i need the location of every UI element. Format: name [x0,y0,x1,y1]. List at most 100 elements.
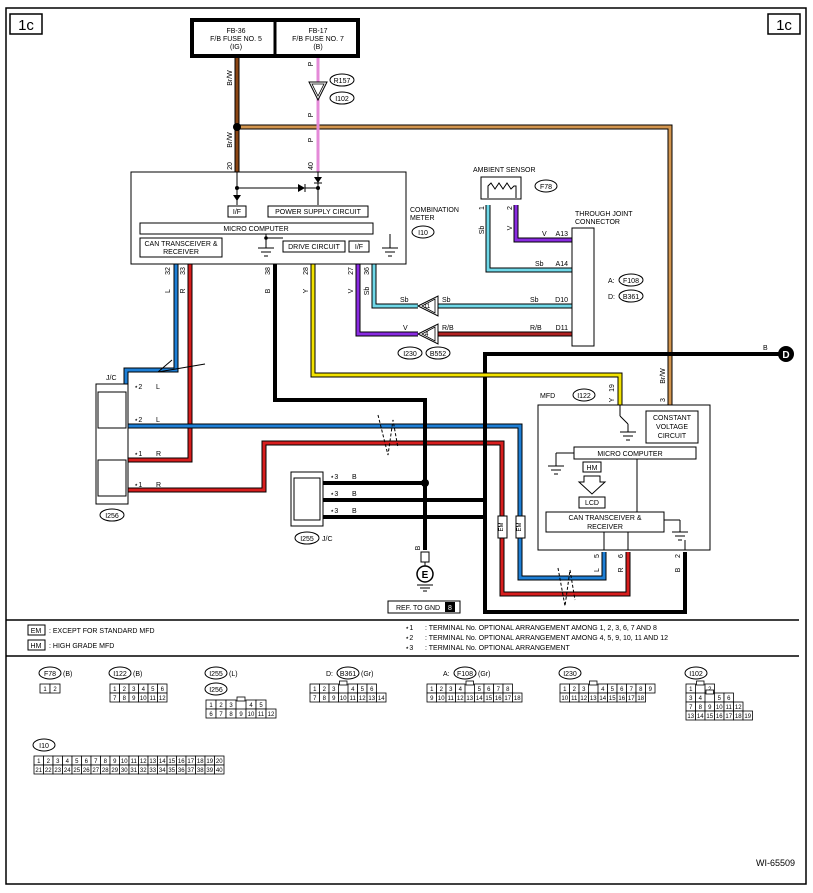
connector-pin: 3 [229,703,233,709]
connector-pin: 9 [239,712,243,718]
ref-i255: I255 [300,536,314,543]
label-y-meter: Y [303,288,310,293]
label-r-jc-2: R [156,482,161,489]
connector-pin: 14 [159,759,166,765]
pin-mfd-2: 2 [675,554,682,558]
legend-note3-text: : TERMINAL No. OPTIONAL ARRANGEMENT [425,645,571,652]
connector-pin: 6 [209,712,213,718]
diode-meter-if [233,195,241,201]
connector-pin: 6 [161,687,165,693]
connector-pin: 10 [121,759,128,765]
ref-i102: I102 [335,96,349,103]
legend-note1-tag: ⋆1 [405,625,413,632]
connector-pin: 11 [726,705,733,711]
connector-pin: 16 [716,714,723,720]
mfd-can-label-1: CAN TRANSCEIVER & [569,515,642,522]
connector-view-prefix: D: [326,671,333,678]
connector-pin: 12 [359,696,366,702]
ref-i122: I122 [577,393,591,400]
connector-pin: 12 [457,696,464,702]
connector-pin: 11 [150,696,157,702]
connector-pin: 34 [159,768,166,774]
meter-micro-label: MICRO COMPUTER [223,226,288,233]
wire-b-meter [273,264,427,550]
arrow-down-icon [577,475,607,495]
connector-pin: 17 [504,696,511,702]
connector-view-name: B361 [340,671,356,678]
corner-tag-left: 1c [18,17,34,34]
connector-pin: 14 [697,714,704,720]
through-joint-title-1: THROUGH JOINT [575,211,633,218]
connector-pin: 30 [121,768,128,774]
meter-title-1: COMBINATION [410,207,459,214]
pin-mfd-19: 19 [609,384,616,392]
connector-pin: 16 [178,759,185,765]
connector-pin: 38 [197,768,204,774]
pin-meter-33: 33 [180,267,187,275]
tj-d-label: D: [608,294,615,301]
ref-to-gnd-page: 8 [448,605,452,612]
jc-right-title: J/C [322,536,333,543]
twisted-pair-mark-2 [377,414,399,456]
connector-pin: 11 [131,759,138,765]
label-r-mfd: R [618,567,625,572]
connector-pin: 9 [430,696,434,702]
connector-pin: 4 [142,687,146,693]
connector-pin: 13 [149,759,156,765]
connector-pin: 27 [92,768,99,774]
connector-pin: 17 [725,714,732,720]
pin-meter-27: 27 [348,267,355,275]
connector-pin: 11 [448,696,455,702]
legend-hm-tag: HM [31,643,42,650]
legend-em-tag: EM [31,628,42,635]
connector-pin: 33 [149,768,156,774]
label-b-ground-d: B [763,345,768,352]
ref-f78: F78 [540,184,552,191]
connector-pin: 16 [495,696,502,702]
connector-pin: 1 [313,687,317,693]
connector-view-i102: I10212345678910111213141516171819 [684,666,753,721]
connector-pin: 13 [466,696,473,702]
connector-pin: 31 [130,768,137,774]
connector-pin: 8 [506,687,510,693]
connector-pin: 7 [113,696,117,702]
pin-mfd-6: 6 [618,554,625,558]
connector-view-prefix: A: [443,671,450,678]
connector-view-color: (Gr) [361,671,373,678]
connector-pin: 2 [440,687,444,693]
connector-pin: 8 [323,696,327,702]
twisted-pair-mark-1 [157,363,206,373]
connector-pin: 18 [637,696,644,702]
mfd-lcd-label: LCD [585,500,599,507]
connector-pin: 12 [580,696,587,702]
ref-to-gnd-box [387,600,461,614]
label-brw-mid: Br/W [227,132,234,148]
connector-pin: 21 [35,768,42,774]
meter-drive-label: DRIVE CIRCUIT [288,244,340,251]
fuse-fb36-name: FB-36 [226,28,245,35]
legend-hm-text: : HIGH GRADE MFD [49,643,114,650]
legend-note1-text: : TERMINAL No. OPTIONAL ARRANGEMENT AMON… [425,625,657,632]
connector-pin: 12 [140,759,147,765]
label-sb-inline-l: Sb [400,297,409,304]
connector-view-color: (B) [63,671,72,678]
connector-pin: 3 [582,687,586,693]
connector-pin: 22 [45,768,52,774]
connector-view-color: (Gr) [478,671,490,678]
meter-psu-label: POWER SUPPLY CIRCUIT [275,209,361,216]
label-l-meter: L [165,289,172,293]
label-p-mid: P [308,112,315,117]
connector-pin: 6 [487,687,491,693]
connector-pin: 7 [689,705,693,711]
pin-inline-4: 4 [425,332,429,338]
connector-pin: 7 [219,712,223,718]
label-l-jc-1: L [156,384,160,391]
connector-pin: 8 [123,696,127,702]
pin-mfd-5: 5 [594,554,601,558]
legend-note2-tag: ⋆2 [405,635,413,642]
connector-pin: 5 [611,687,615,693]
label-v-meter: V [348,288,355,293]
pin-a14: A14 [556,261,569,268]
